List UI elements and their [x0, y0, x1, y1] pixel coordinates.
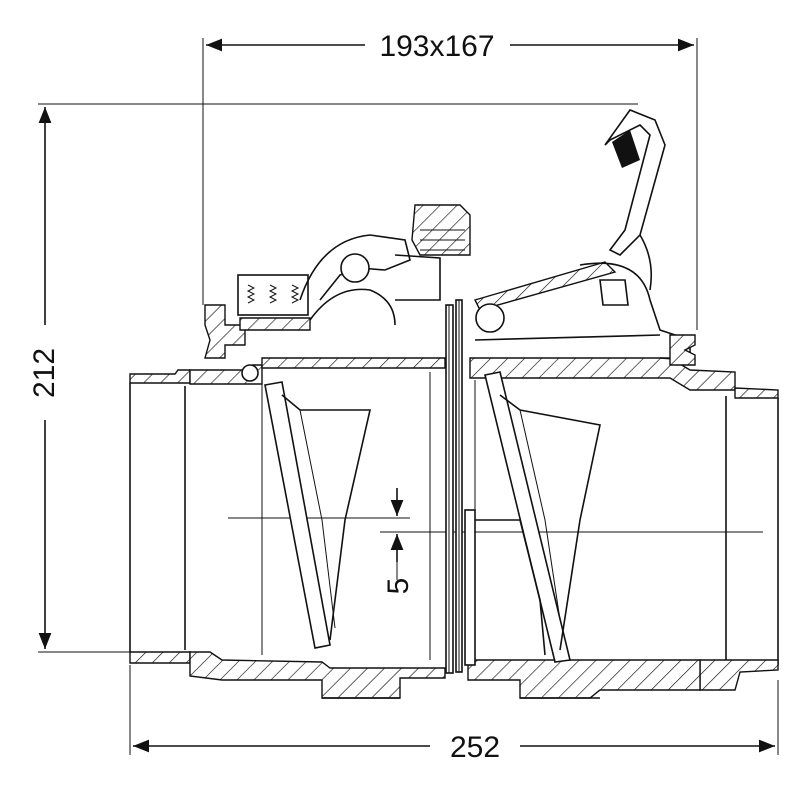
left-cover-housing [204, 234, 411, 359]
bottom-width-label: 252 [450, 731, 500, 764]
dimension-height: 212 [28, 103, 638, 653]
offset-label: 5 [382, 578, 415, 595]
right-flap [475, 371, 601, 663]
dimension-offset: 5 [228, 488, 763, 594]
left-flap [241, 364, 372, 649]
valve-body [129, 299, 779, 699]
right-cover-housing [473, 261, 696, 366]
top-width-label: 193x167 [379, 30, 494, 63]
height-label: 212 [28, 348, 61, 398]
locking-handle-knob [394, 204, 471, 301]
dimension-top-width: 193x167 [202, 30, 698, 330]
lever-arm [604, 109, 666, 291]
dimension-bottom-width: 252 [129, 665, 779, 764]
